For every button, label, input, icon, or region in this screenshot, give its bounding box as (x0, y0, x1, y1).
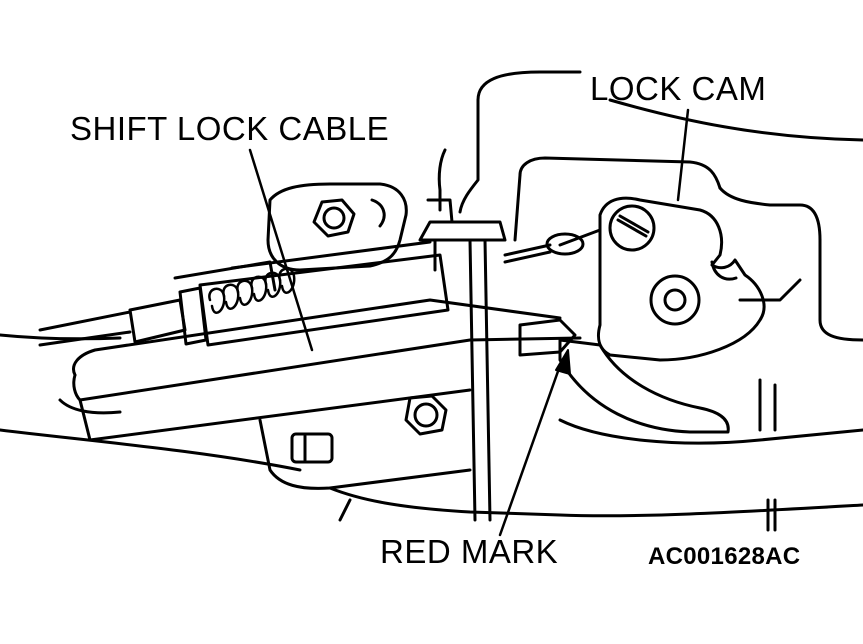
figure-code-label: AC001628AC (648, 543, 801, 570)
cable-adjuster (40, 242, 448, 345)
red-mark-arrowhead (556, 350, 570, 374)
mounting-bracket (268, 184, 406, 270)
shift-lock-cable-leader (250, 150, 312, 350)
lock-cam-part (560, 198, 800, 432)
red-mark-label: RED MARK (380, 533, 559, 570)
inner-cable (505, 234, 583, 355)
upper-housing (439, 72, 863, 340)
shift-lock-cable-label: SHIFT LOCK CABLE (70, 110, 390, 147)
red-mark-leader (500, 360, 562, 535)
lock-cam-label: LOCK CAM (590, 70, 767, 107)
lower-housing (0, 380, 863, 530)
shift-rod (420, 200, 505, 520)
lock-cam-leader (678, 110, 688, 200)
leader-lines (250, 110, 688, 535)
cable-spring (209, 269, 294, 313)
